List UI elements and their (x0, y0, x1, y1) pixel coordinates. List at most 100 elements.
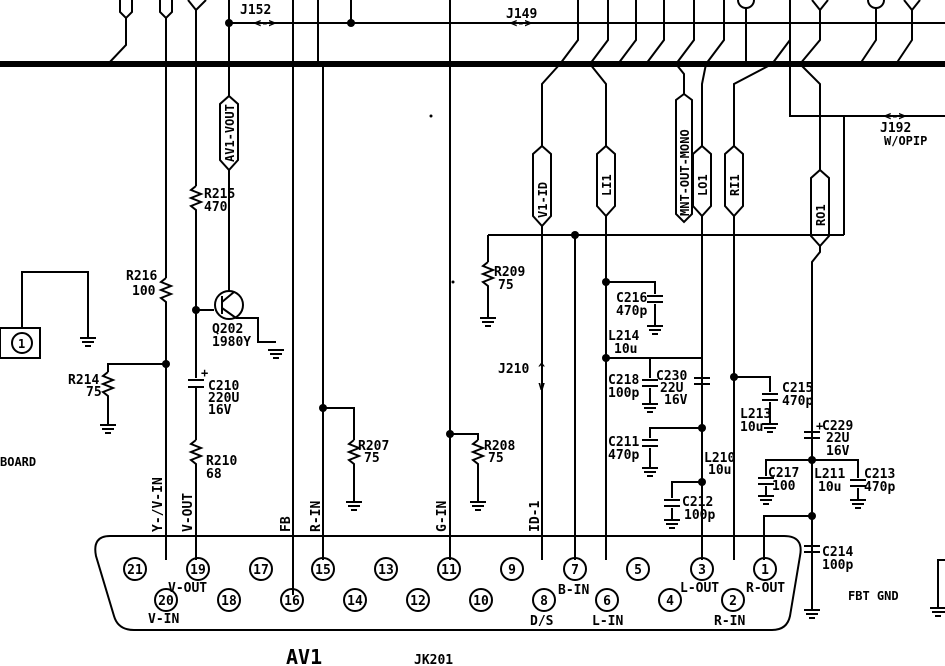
c210-value: 220U (208, 391, 239, 406)
r209-ref: R209 (494, 265, 525, 280)
pin-l-out-label: L-OUT (680, 581, 719, 596)
fb-label: FB (279, 516, 294, 532)
top-wiring: <-> <-> J152 J149 (107, 0, 945, 65)
c212-value: 100p (684, 508, 715, 523)
pin-8-circle (532, 588, 556, 612)
pin-18-number: 18 (221, 594, 237, 609)
j152-label: J152 (240, 3, 271, 18)
pin-1-number: 1 (761, 563, 769, 578)
l213-value: 10u (740, 420, 763, 435)
g-in-label: G-IN (435, 501, 450, 532)
l213-ref: L213 (740, 407, 771, 422)
c211-ref: C211 (608, 435, 639, 450)
pin-17-circle (249, 557, 273, 581)
r-in-label: R-IN (309, 501, 324, 532)
pin-13-circle (374, 557, 398, 581)
c214-value: 100p (822, 558, 853, 573)
pin-20-number: 20 (158, 594, 174, 609)
l211-ref: L211 (814, 467, 845, 482)
pin-b-in-label: B-IN (558, 583, 589, 598)
l214-value: 10u (614, 342, 637, 357)
c217-ref: C217 (768, 466, 799, 481)
r210-value: 68 (206, 467, 222, 482)
pin-19-number: 19 (190, 563, 206, 578)
pin-19-circle (186, 557, 210, 581)
c230-ref: C230 (656, 369, 687, 384)
svg-text:+: + (816, 419, 823, 433)
pin-11-circle (437, 557, 461, 581)
c217-value: 100 (772, 479, 796, 494)
pin-3-circle (690, 557, 714, 581)
board-label: BOARD (0, 455, 36, 469)
svg-text:+: + (201, 366, 208, 380)
r207-value: 75 (364, 451, 380, 466)
ri1-tag: RI1 (728, 174, 742, 196)
c211-value: 470p (608, 448, 639, 463)
pin-5-number: 5 (634, 563, 642, 578)
y-v-in-label: Y-/V-IN (151, 477, 166, 532)
pin-7-circle (563, 557, 587, 581)
q202-ref: Q202 (212, 322, 243, 337)
right-section: R209 75 V1-ID J210 ^ v ID-1 LI1 C216 470… (480, 40, 945, 619)
ro1-tag: RO1 (814, 204, 828, 226)
pin-4-circle (658, 588, 682, 612)
r214-value: 75 (86, 385, 102, 400)
lo1-tag: LO1 (696, 174, 710, 196)
pin-l-in-label: L-IN (592, 614, 623, 629)
pin-16-number: 16 (284, 594, 300, 609)
pin-9-circle (500, 557, 524, 581)
pin-13-number: 13 (378, 563, 394, 578)
pin-10-circle (469, 588, 493, 612)
svg-text:<->: <-> (254, 16, 276, 30)
r215-value: 470 (204, 200, 228, 215)
l210-value: 10u (708, 463, 731, 478)
r210-ref: R210 (206, 454, 237, 469)
c216-ref: C216 (616, 291, 647, 306)
r208-value: 75 (488, 451, 504, 466)
q202-value: 1980Y (212, 335, 251, 350)
c213-value: 470p (864, 480, 895, 495)
pin-7-number: 7 (571, 563, 579, 578)
c215-ref: C215 (782, 381, 813, 396)
c212-ref: C212 (682, 495, 713, 510)
pin-17-number: 17 (253, 563, 269, 578)
j210-label: J210 (498, 362, 529, 377)
r216-value: 100 (132, 284, 156, 299)
pin-10-number: 10 (473, 594, 489, 609)
l210-ref: L210 (704, 451, 735, 466)
c218-ref: C218 (608, 373, 639, 388)
r216-ref: R216 (126, 269, 157, 284)
pin-14-circle (343, 588, 367, 612)
pin-6-number: 6 (603, 594, 611, 609)
pin-v-in-label: V-IN (148, 612, 179, 627)
pin-15-number: 15 (315, 563, 331, 578)
pin-r-out-label: R-OUT (746, 581, 785, 596)
c210-ref: C210 (208, 379, 239, 394)
c213-ref: C213 (864, 467, 895, 482)
r209-value: 75 (498, 278, 514, 293)
fbt-gnd-label: FBT GND (848, 589, 899, 603)
j192-note: W/OPIP (884, 134, 927, 148)
left-section: 1 BOARD R214 75 R216 100 Y-/V-IN R215 47… (0, 64, 515, 595)
v1-id-tag: V1-ID (536, 182, 550, 218)
pin-21-number: 21 (127, 563, 143, 578)
c230-value: 22U (660, 381, 684, 396)
pin-12-number: 12 (410, 594, 426, 609)
id-1-label: ID-1 (528, 501, 543, 532)
pin-12-circle (406, 588, 430, 612)
left-connector-pin: 1 (18, 337, 25, 351)
r208-ref: R208 (484, 439, 515, 454)
l211-value: 10u (818, 480, 841, 495)
pin-16-circle (280, 588, 304, 612)
pin-8-number: 8 (540, 594, 548, 609)
pin-2-number: 2 (729, 594, 737, 609)
pin-3-number: 3 (698, 563, 706, 578)
pin-11-number: 11 (441, 563, 457, 578)
c218-value: 100p (608, 386, 639, 401)
r207-ref: R207 (358, 439, 389, 454)
r215-ref: R215 (204, 187, 235, 202)
